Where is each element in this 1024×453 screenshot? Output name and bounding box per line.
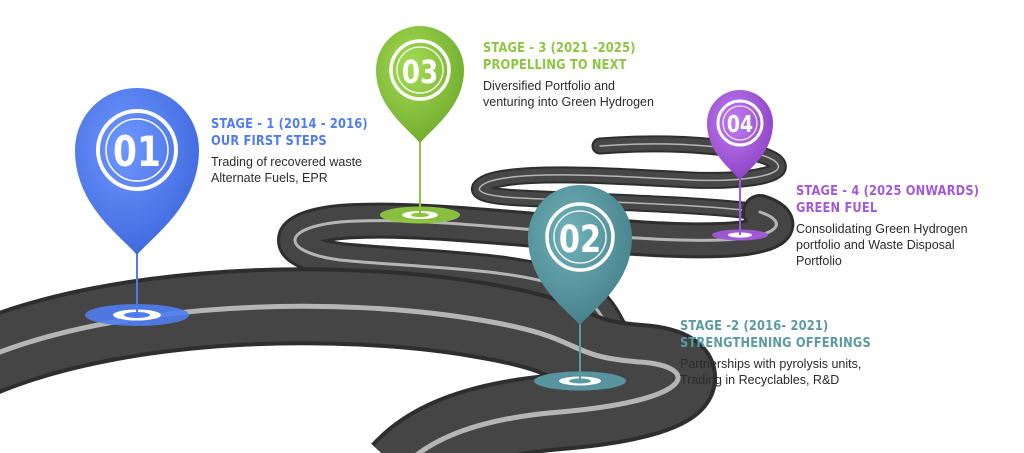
stage-1-title-line2: OUR FIRST STEPS — [211, 134, 327, 149]
stage-2-text: STAGE -2 (2016- 2021) STRENGTHENING OFFE… — [680, 318, 897, 388]
stage-1-desc-line2: Alternate Fuels, EPR — [211, 171, 328, 185]
stage-3-title-line2: PROPELLING TO NEXT — [483, 58, 627, 73]
stage-1-number: 01 — [113, 128, 161, 177]
stage-1-title-line1: STAGE - 1 (2014 - 2016) — [211, 117, 368, 132]
stage-3-title: STAGE - 3 (2021 -2025) PROPELLING TO NEX… — [483, 40, 636, 74]
stage-3-title-line1: STAGE - 3 (2021 -2025) — [483, 41, 636, 56]
stage-2-desc-line1: Partnerships with pyrolysis units, — [680, 357, 862, 371]
road-near-segment — [0, 267, 717, 453]
stage-3-number: 03 — [402, 53, 439, 90]
stage-1-title: STAGE - 1 (2014 - 2016) OUR FIRST STEPS — [211, 116, 368, 150]
stage-3-pin: 03 — [376, 26, 464, 224]
stage-4-pin: 04 — [707, 90, 773, 241]
stage-3-text: STAGE - 3 (2021 -2025) PROPELLING TO NEX… — [483, 40, 656, 110]
stage-3-description: Diversified Portfolio and venturing into… — [483, 78, 656, 110]
stage-4-title: STAGE - 4 (2025 ONWARDS) GREEN FUEL — [796, 183, 979, 217]
stage-4-number: 04 — [727, 110, 753, 137]
stage-1-desc-line1: Trading of recovered waste — [211, 155, 363, 169]
stage-4-title-line1: STAGE - 4 (2025 ONWARDS) — [796, 184, 980, 199]
stage-4-desc-line1: Consolidating Green Hydrogen — [796, 222, 968, 236]
stage-3-desc-line2: venturing into Green Hydrogen — [483, 95, 654, 109]
stage-2-title: STAGE -2 (2016- 2021) STRENGTHENING OFFE… — [680, 318, 871, 352]
stage-4-desc-line3: Portfolio — [796, 254, 842, 268]
stage-2-number: 02 — [559, 218, 601, 261]
stage-2-title-line1: STAGE -2 (2016- 2021) — [680, 319, 829, 334]
stage-3-desc-line1: Diversified Portfolio and — [483, 79, 616, 93]
stage-2-description: Partnerships with pyrolysis units, Tradi… — [680, 356, 897, 388]
stage-4-title-line2: GREEN FUEL — [796, 201, 878, 216]
stage-4-desc-line2: portfolio and Waste Disposal — [796, 238, 955, 252]
stage-2-desc-line2: Trading in Recyclables, R&D — [680, 373, 840, 387]
stage-1-pin: 01 — [74, 87, 199, 326]
stage-4-text: STAGE - 4 (2025 ONWARDS) GREEN FUEL Cons… — [796, 183, 1004, 269]
stage-2-title-line2: STRENGTHENING OFFERINGS — [680, 336, 871, 351]
stage-2-pin: 02 — [528, 185, 632, 391]
stage-1-description: Trading of recovered waste Alternate Fue… — [211, 154, 389, 186]
stage-4-description: Consolidating Green Hydrogen portfolio a… — [796, 221, 1004, 269]
stage-1-text: STAGE - 1 (2014 - 2016) OUR FIRST STEPS … — [211, 116, 389, 186]
